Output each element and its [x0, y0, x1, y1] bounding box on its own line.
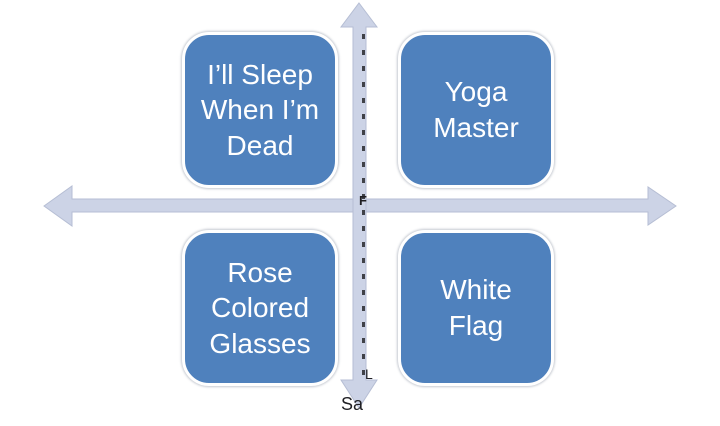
box-line: Yoga — [444, 76, 508, 108]
box-line: White — [440, 274, 512, 306]
axis-label-fragment-bottom: Sa — [341, 394, 364, 414]
quadrant-box-white-flag: White Flag — [398, 230, 554, 386]
axis-label-fragment-side: L — [365, 366, 373, 382]
box-line: When I’m — [200, 94, 320, 126]
quadrant-box-ill-sleep-when-im-dead: I’ll Sleep When I’m Dead — [182, 32, 338, 188]
box-line: Rose — [227, 256, 293, 288]
hidden-axis-label-fragments — [362, 34, 365, 382]
box-line: Dead — [226, 129, 294, 161]
box-line: Flag — [448, 310, 504, 341]
box-line: Colored — [210, 292, 310, 324]
axis-label-fragment-center: F — [359, 193, 367, 208]
quadrant-box-rose-colored-glasses: Rose Colored Glasses — [182, 230, 338, 386]
box-line: Glasses — [209, 327, 311, 359]
box-line: Master — [433, 112, 519, 143]
vertical-axis-arrow — [340, 2, 378, 409]
box-line: I’ll Sleep — [207, 58, 313, 90]
quadrant-box-yoga-master: Yoga Master — [398, 32, 554, 188]
